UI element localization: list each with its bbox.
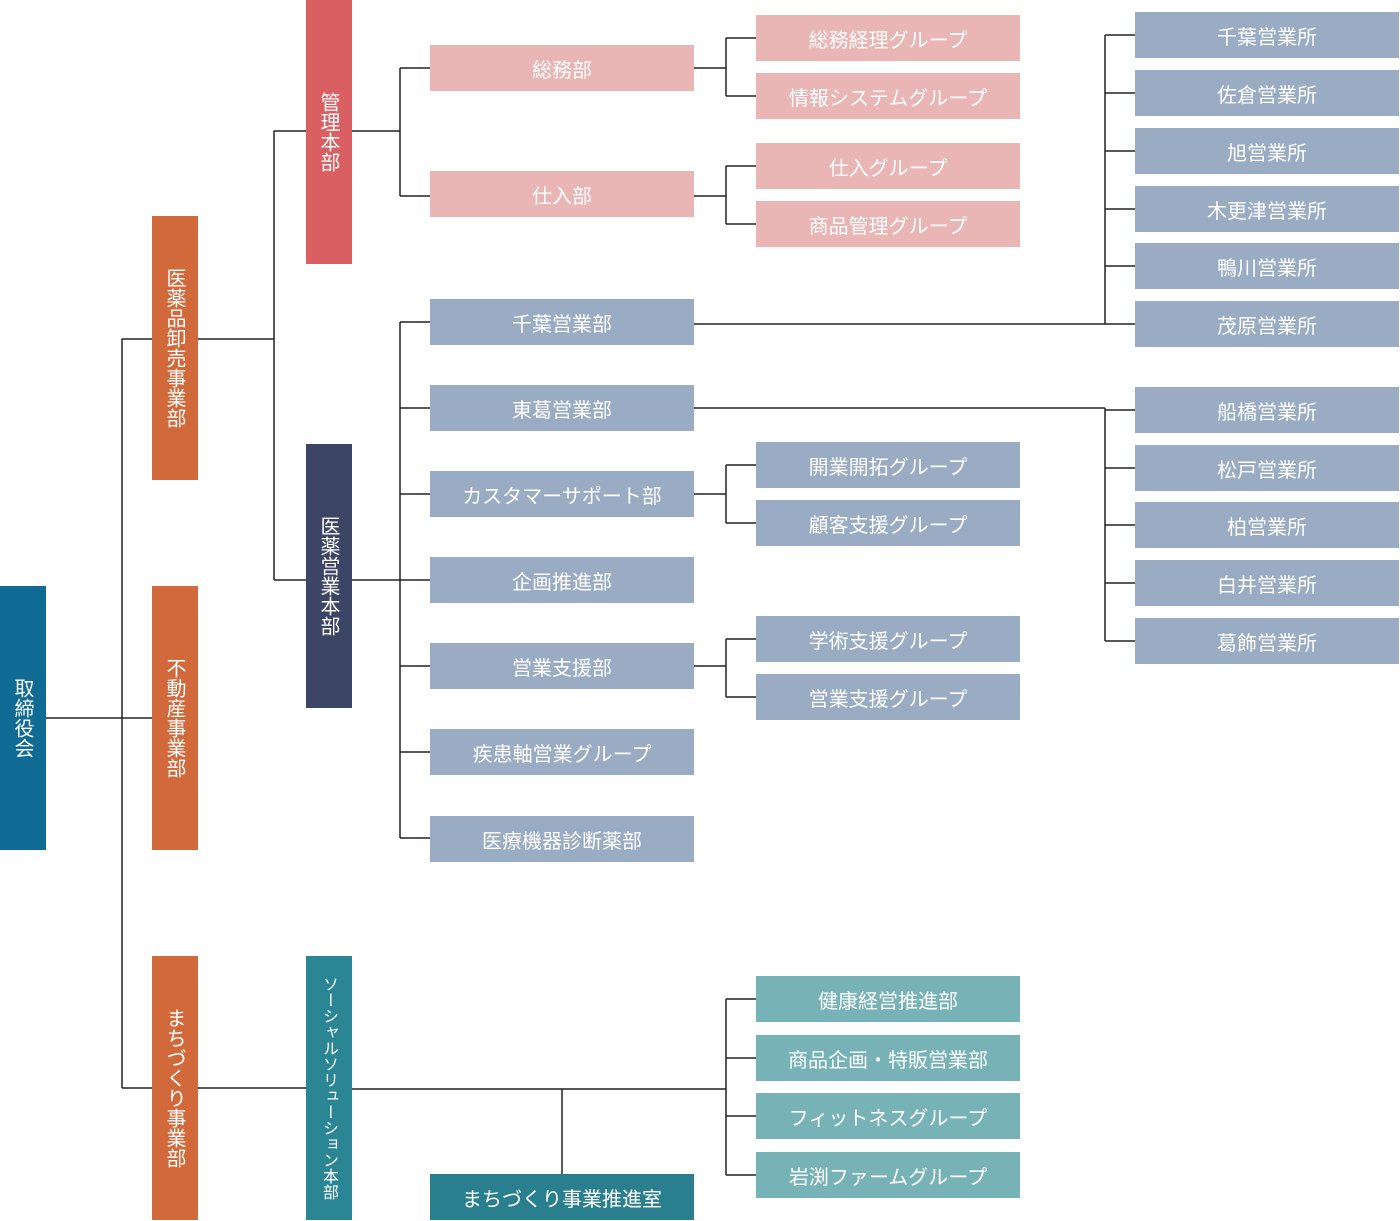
group-shohin-kanri-box: 商品管理グループ bbox=[756, 201, 1020, 247]
division-realestate-box: 不動産事業部 bbox=[152, 586, 198, 850]
group-shiire-box: 仕入グループ bbox=[756, 143, 1020, 189]
group-kaigyo-box: 開業開拓グループ bbox=[756, 442, 1020, 488]
group-eigyo-shien-box: 営業支援グループ bbox=[756, 674, 1020, 720]
board-box: 取締役会 bbox=[0, 586, 46, 850]
group-shikkan-box: 疾患軸営業グループ bbox=[430, 729, 694, 775]
dept-tokatsu-box: 東葛営業部 bbox=[430, 385, 694, 431]
office-kashiwa-box: 柏営業所 bbox=[1135, 502, 1399, 548]
group-iwabuchi-box: 岩渕ファームグループ bbox=[756, 1152, 1020, 1198]
office-chiba-box: 千葉営業所 bbox=[1135, 12, 1399, 58]
dept-shiire-box: 仕入部 bbox=[430, 171, 694, 217]
group-somu-keiri-box: 総務経理グループ bbox=[756, 15, 1020, 61]
dept-iryo-box: 医療機器診断薬部 bbox=[430, 816, 694, 862]
hq-eigyo-box: 医薬営業本部 bbox=[306, 444, 352, 708]
dept-somu-box: 総務部 bbox=[430, 45, 694, 91]
group-gakujutsu-box: 学術支援グループ bbox=[756, 616, 1020, 662]
group-kokyaku-box: 顧客支援グループ bbox=[756, 500, 1020, 546]
dept-shohin-kikaku-box: 商品企画・特販営業部 bbox=[756, 1035, 1020, 1081]
room-town-box: まちづくり事業推進室 bbox=[430, 1174, 694, 1220]
dept-shien-box: 営業支援部 bbox=[430, 643, 694, 689]
division-town-box: まちづくり事業部 bbox=[152, 956, 198, 1220]
office-matsudo-box: 松戸営業所 bbox=[1135, 445, 1399, 491]
hq-kanri-box: 管理本部 bbox=[306, 0, 352, 264]
office-katsushika-box: 葛飾営業所 bbox=[1135, 618, 1399, 664]
office-asahi-box: 旭営業所 bbox=[1135, 128, 1399, 174]
group-fitness-box: フィットネスグループ bbox=[756, 1093, 1020, 1139]
dept-kenko-box: 健康経営推進部 bbox=[756, 976, 1020, 1022]
office-kisarazu-box: 木更津営業所 bbox=[1135, 186, 1399, 232]
office-mobara-box: 茂原営業所 bbox=[1135, 301, 1399, 347]
office-funabashi-box: 船橋営業所 bbox=[1135, 387, 1399, 433]
hq-social-box: ソーシャルソリューション本部 bbox=[306, 956, 352, 1220]
group-joho-box: 情報システムグループ bbox=[756, 73, 1020, 119]
dept-kikaku-box: 企画推進部 bbox=[430, 557, 694, 603]
dept-chiba-box: 千葉営業部 bbox=[430, 299, 694, 345]
division-wholesale-box: 医薬品卸売事業部 bbox=[152, 216, 198, 480]
office-kamogawa-box: 鴨川営業所 bbox=[1135, 243, 1399, 289]
office-shiroi-box: 白井営業所 bbox=[1135, 560, 1399, 606]
dept-cs-box: カスタマーサポート部 bbox=[430, 471, 694, 517]
office-sakura-box: 佐倉営業所 bbox=[1135, 70, 1399, 116]
